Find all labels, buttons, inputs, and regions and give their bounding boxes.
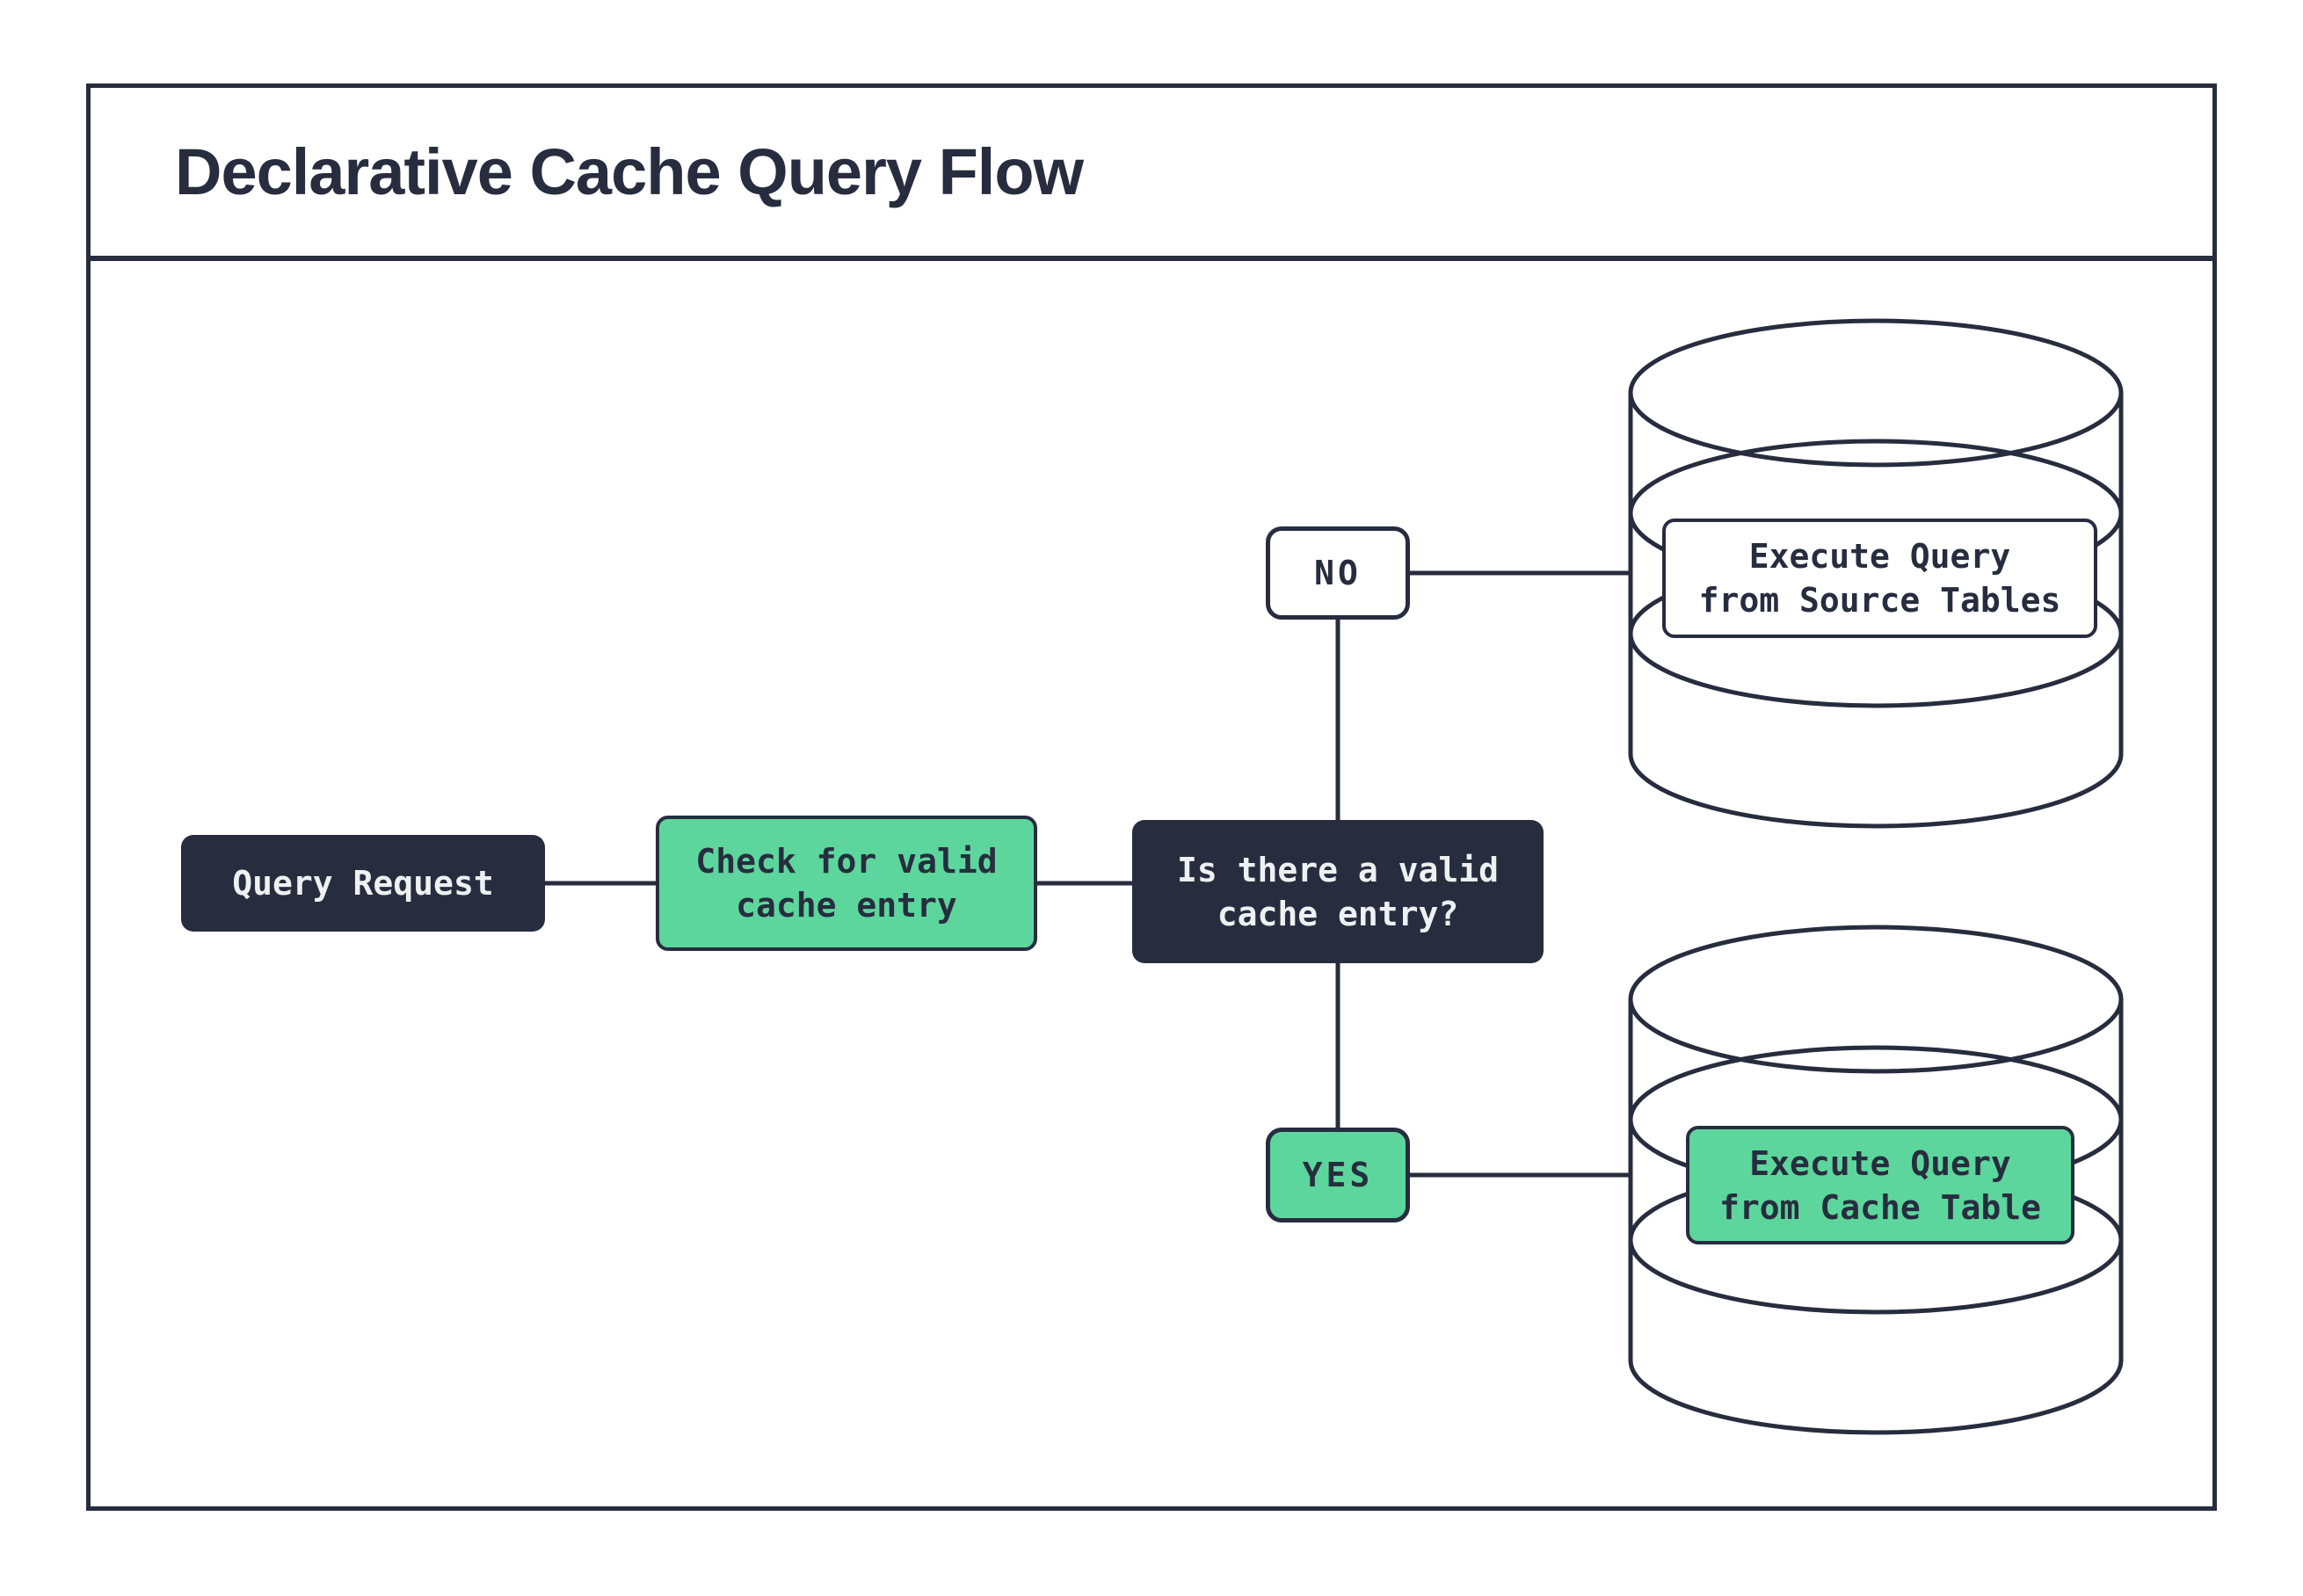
title-bar: Declarative Cache Query Flow <box>91 88 2212 261</box>
node-check-cache-entry-label: Check for valid cache entry <box>695 842 998 925</box>
source-database-icon <box>1631 321 2121 826</box>
branch-no-label: NO <box>1314 554 1362 592</box>
branch-no: NO <box>1266 526 1410 620</box>
node-execute-source-tables: Execute Query from Source Tables <box>1662 519 2097 638</box>
node-query-request: Query Request <box>181 835 545 932</box>
branch-yes-label: YES <box>1302 1156 1374 1194</box>
node-execute-cache-table: Execute Query from Cache Table <box>1686 1126 2074 1244</box>
node-execute-source-tables-label: Execute Query from Source Tables <box>1698 537 2061 620</box>
node-query-request-label: Query Request <box>232 864 494 903</box>
node-execute-cache-table-label: Execute Query from Cache Table <box>1718 1143 2042 1227</box>
page-title: Declarative Cache Query Flow <box>175 135 1084 208</box>
node-check-cache-entry: Check for valid cache entry <box>656 816 1037 951</box>
node-valid-cache-question: Is there a valid cache entry? <box>1132 820 1544 963</box>
node-valid-cache-question-label: Is there a valid cache entry? <box>1176 850 1500 933</box>
branch-yes: YES <box>1266 1128 1410 1222</box>
